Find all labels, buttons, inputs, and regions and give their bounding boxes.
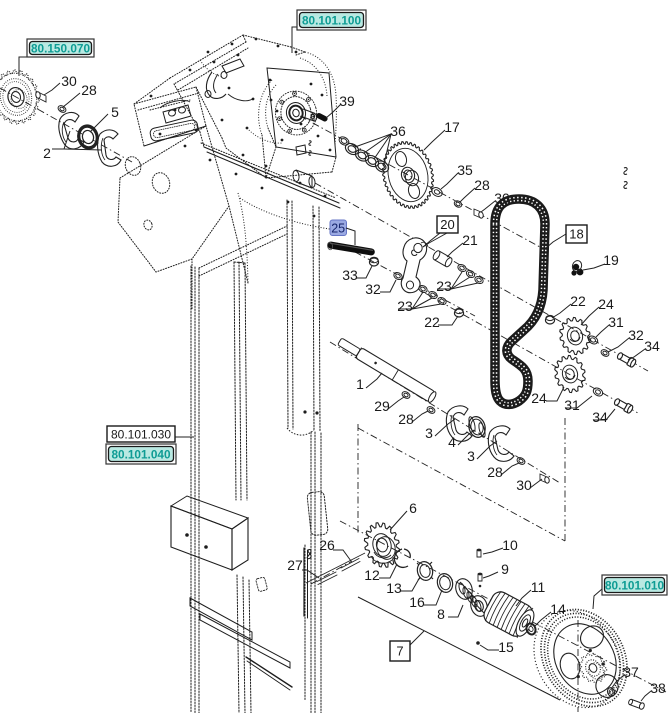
svg-text:25: 25 [331,221,345,235]
svg-text:80.101.100: 80.101.100 [302,13,361,27]
svg-text:5: 5 [111,104,119,120]
svg-text:11: 11 [531,579,546,595]
svg-text:24: 24 [531,390,547,406]
svg-text:15: 15 [498,639,514,655]
svg-text:33: 33 [342,267,358,283]
svg-text:30: 30 [494,190,510,206]
svg-text:37: 37 [623,664,639,680]
svg-text:2: 2 [43,145,51,161]
svg-text:23: 23 [397,298,413,314]
svg-text:30: 30 [516,477,532,493]
svg-text:4: 4 [448,434,456,450]
svg-text:28: 28 [81,82,97,98]
svg-text:39: 39 [339,93,355,109]
svg-text:80.150.070: 80.150.070 [31,41,90,55]
svg-text:7: 7 [396,644,403,659]
svg-text:9: 9 [501,561,509,577]
svg-text:35: 35 [457,162,473,178]
svg-text:28: 28 [474,177,490,193]
svg-text:10: 10 [502,537,518,553]
svg-text:19: 19 [603,252,619,268]
svg-text:17: 17 [444,119,460,135]
svg-text:36: 36 [390,123,406,139]
svg-text:24: 24 [598,296,614,312]
svg-text:8: 8 [437,606,445,622]
svg-text:21: 21 [462,232,478,248]
svg-text:3: 3 [425,425,433,441]
svg-text:28: 28 [398,411,414,427]
svg-text:38: 38 [650,680,666,696]
svg-text:31: 31 [608,314,624,330]
svg-text:14: 14 [550,601,566,617]
svg-text:80.101.030: 80.101.030 [111,428,171,442]
svg-text:23: 23 [436,278,452,294]
svg-text:29: 29 [374,398,390,414]
svg-text:16: 16 [409,594,425,610]
svg-text:80.101.040: 80.101.040 [111,447,170,461]
svg-text:26: 26 [319,537,335,553]
svg-text:22: 22 [570,293,586,309]
svg-text:80.101.010: 80.101.010 [605,578,664,592]
svg-text:34: 34 [592,409,608,425]
svg-text:1: 1 [356,376,364,392]
svg-text:34: 34 [644,338,660,354]
svg-text:32: 32 [628,327,644,343]
svg-text:27: 27 [287,557,303,573]
svg-text:3: 3 [467,448,475,464]
svg-text:22: 22 [424,314,440,330]
svg-text:6: 6 [409,500,417,516]
svg-text:30: 30 [61,73,77,89]
svg-text:32: 32 [365,281,381,297]
svg-text:20: 20 [440,217,454,232]
svg-text:18: 18 [569,227,583,242]
svg-text:13: 13 [386,580,402,596]
svg-text:28: 28 [487,464,503,480]
svg-text:12: 12 [364,567,380,583]
svg-text:31: 31 [564,397,580,413]
